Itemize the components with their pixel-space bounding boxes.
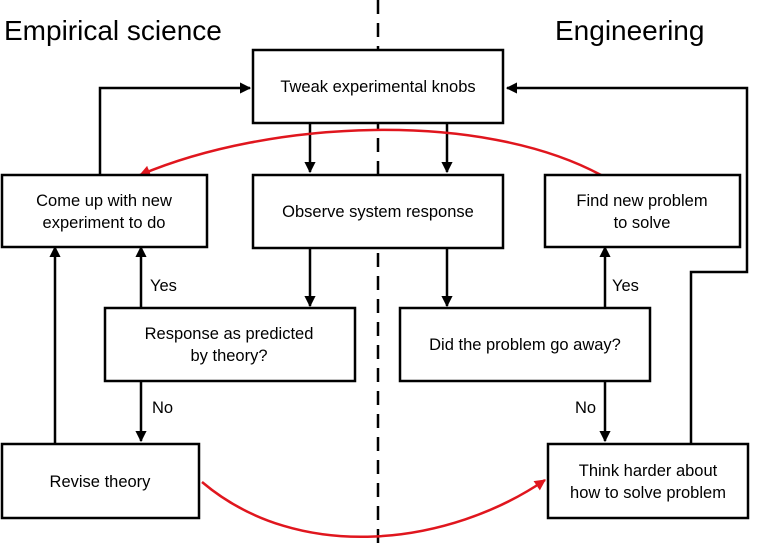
red-arrow-revise-to-think-harder	[201, 478, 546, 539]
connectors	[49, 82, 749, 444]
arrow-think-harder-to-tweak	[505, 82, 749, 444]
label-left-yes: Yes	[150, 277, 177, 295]
label-right-yes: Yes	[612, 277, 639, 295]
heading-engineering: Engineering	[555, 15, 704, 46]
box-label-line: by theory?	[190, 347, 267, 365]
box-label-line: Find new problem	[576, 192, 707, 210]
box-label-line: Did the problem go away?	[429, 336, 621, 354]
box-label-line: experiment to do	[43, 214, 166, 232]
box-label-line: Think harder about	[579, 462, 718, 480]
red-arrow-new-problem-to-new-experiment	[138, 128, 602, 177]
box-revise-theory: Revise theory	[0, 442, 201, 520]
box-label-line: how to solve problem	[570, 484, 726, 502]
box-come-up-with-new-experiment: Come up with new experiment to do	[0, 173, 209, 249]
box-label-line: to solve	[614, 214, 671, 232]
box-tweak-experimental-knobs: Tweak experimental knobs	[251, 48, 505, 125]
box-did-the-problem-go-away: Did the problem go away?	[398, 306, 652, 383]
highlight-arrows	[138, 128, 602, 539]
box-label-line: Tweak experimental knobs	[280, 78, 475, 96]
box-label-line: Response as predicted	[145, 325, 314, 343]
box-find-new-problem: Find new problem to solve	[543, 173, 742, 249]
box-think-harder: Think harder about how to solve problem	[546, 442, 750, 520]
arrow-new-experiment-to-tweak	[98, 82, 252, 175]
box-response-as-predicted: Response as predicted by theory?	[103, 306, 357, 383]
label-right-no: No	[575, 399, 596, 417]
box-label-line: Come up with new	[36, 192, 172, 210]
box-label-line: Revise theory	[50, 473, 152, 491]
box-observe-system-response: Observe system response	[251, 173, 505, 250]
heading-empirical-science: Empirical science	[4, 15, 222, 46]
label-left-no: No	[152, 399, 173, 417]
box-label-line: Observe system response	[282, 203, 474, 221]
